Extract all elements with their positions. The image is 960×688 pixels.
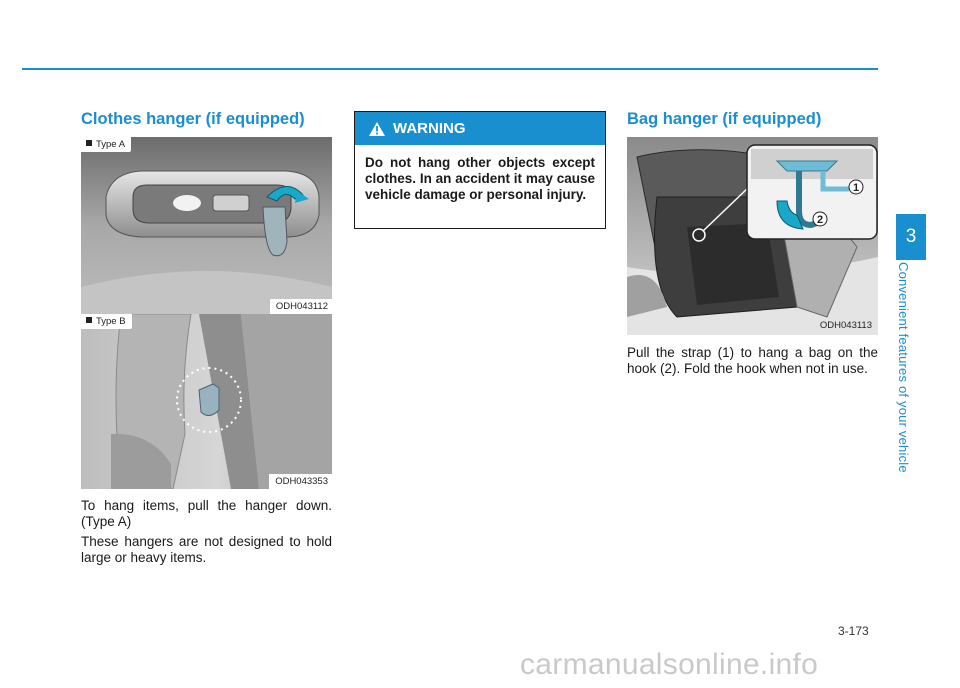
warning-box: WARNING Do not hang other objects except… bbox=[354, 111, 606, 229]
warning-heading: WARNING bbox=[393, 120, 466, 137]
type-b-label-text: Type B bbox=[96, 316, 126, 327]
figure-code-c: ODH043113 bbox=[819, 320, 872, 331]
type-a-label-text: Type A bbox=[96, 139, 126, 150]
bag-hanger-illustration: 1 2 bbox=[627, 137, 878, 335]
figure-code-a: ODH043112 bbox=[269, 299, 332, 314]
page-number: 3-173 bbox=[838, 624, 869, 638]
bullet-square-icon bbox=[86, 317, 92, 323]
figure-code-b: ODH043353 bbox=[269, 474, 332, 489]
header-rule bbox=[22, 68, 878, 70]
type-a-label: Type A bbox=[81, 137, 132, 152]
figure-type-b: Type B ODH043353 bbox=[81, 314, 332, 489]
warning-header: WARNING bbox=[355, 112, 605, 145]
watermark: carmanualsonline.info bbox=[520, 648, 819, 681]
callout-1-label: 1 bbox=[853, 182, 859, 194]
clothes-hanger-type-b-illustration bbox=[81, 314, 332, 489]
clothes-hanger-note: These hangers are not designed to hold l… bbox=[81, 534, 332, 565]
callout-2-label: 2 bbox=[817, 214, 823, 226]
figure-type-a: Type A ODH043112 bbox=[81, 137, 332, 314]
bullet-square-icon bbox=[86, 140, 92, 146]
type-b-label: Type B bbox=[81, 314, 132, 329]
clothes-hanger-instruction: To hang items, pull the hanger down. (Ty… bbox=[81, 498, 332, 529]
figure-bag-hanger: 1 2 ODH043113 bbox=[627, 137, 878, 335]
warning-text: Do not hang other objects except clothes… bbox=[365, 155, 595, 202]
bag-hanger-instruction: Pull the strap (1) to hang a bag on the … bbox=[627, 345, 878, 376]
clothes-hanger-type-a-illustration bbox=[81, 137, 332, 314]
warning-triangle-icon bbox=[369, 121, 385, 136]
bag-hanger-title: Bag hanger (if equipped) bbox=[627, 110, 822, 128]
chapter-number-tab: 3 bbox=[896, 214, 926, 260]
chapter-title: Convenient features of your vehicle bbox=[896, 262, 911, 473]
clothes-hanger-title: Clothes hanger (if equipped) bbox=[81, 110, 305, 128]
